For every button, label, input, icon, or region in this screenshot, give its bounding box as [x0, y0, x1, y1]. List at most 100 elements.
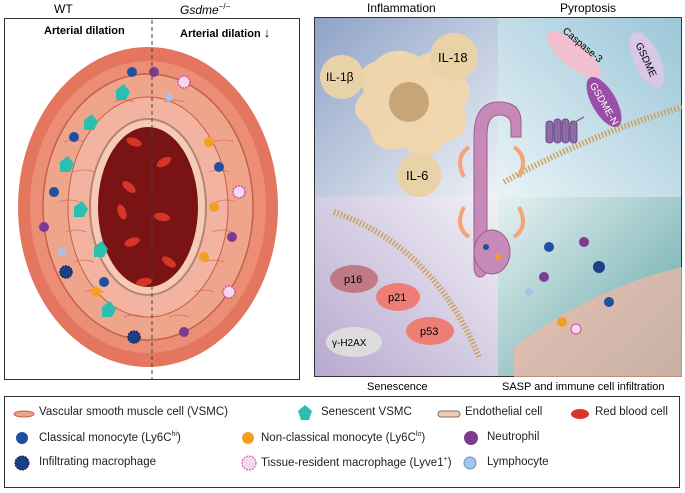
- sasp-tissue: [514, 267, 682, 377]
- infiltrating-macrophage: [59, 265, 73, 279]
- legend-resident-text: Tissue-resident macrophage (Lyve1: [261, 456, 444, 469]
- label-ko-sup: −/−: [218, 2, 231, 11]
- rbc: [122, 181, 136, 193]
- neutrophil: [539, 272, 549, 282]
- senescence-membrane: [333, 209, 482, 359]
- gsdme-shape: [629, 32, 665, 88]
- classical-monocyte: [127, 67, 137, 77]
- nonclassical-monocyte: [204, 137, 214, 147]
- legend-classical: Classical monocyte (Ly6Chi): [39, 431, 181, 444]
- rbc: [154, 212, 170, 222]
- right-panel-diagram: IL-1β IL-18 IL-6 Caspase-3 GSDME GSDME-N…: [314, 17, 682, 377]
- tissue-resident-macrophage: [177, 75, 191, 89]
- classical-monocyte: [69, 132, 79, 142]
- legend-vsmc: Vascular smooth muscle cell (VSMC): [39, 406, 228, 418]
- legend: Vascular smooth muscle cell (VSMC) Senes…: [4, 396, 680, 488]
- lymphocyte: [165, 93, 173, 101]
- legend-nonclassical-paren: ): [421, 431, 426, 444]
- infiltrating-macrophage: [593, 261, 605, 273]
- vsmc-icon: [13, 410, 35, 418]
- infiltrating-macrophage-icon: [14, 455, 30, 471]
- label-gsdme-ko: Gsdme−/−: [180, 2, 230, 17]
- senescent-vsmc: [74, 201, 88, 217]
- neutrophil: [149, 67, 159, 77]
- legend-lymphocyte: Lymphocyte: [487, 456, 549, 468]
- classical-monocyte: [99, 277, 109, 287]
- classical-monocyte: [214, 162, 224, 172]
- neutrophil: [39, 222, 49, 232]
- nonclassical-monocyte-icon: [242, 432, 254, 444]
- neutrophil: [227, 232, 237, 242]
- il18-label: IL-18: [438, 50, 468, 65]
- q-label-sasp: SASP and immune cell infiltration: [502, 381, 665, 393]
- rbc: [162, 256, 176, 268]
- rbc-group: [117, 137, 176, 287]
- rbc: [117, 204, 127, 220]
- h2ax-label: γ-H2AX: [332, 338, 367, 349]
- label-dilation-wt: Arterial dilation: [44, 25, 125, 37]
- neutrophil-group: [39, 67, 237, 337]
- cytokine-il6-bubble: [397, 153, 441, 197]
- legend-senescent: Senescent VSMC: [321, 406, 412, 418]
- neutrophil-icon: [464, 431, 478, 445]
- caspase3-shape: [546, 31, 602, 79]
- tissue-resident-macrophage: [570, 323, 582, 335]
- cell-nucleus: [389, 82, 429, 122]
- legend-classical-text: Classical monocyte (Ly6C: [39, 431, 172, 444]
- p16-shape: [330, 265, 378, 293]
- artery-diagram: [18, 20, 278, 380]
- p16-label: p16: [344, 274, 362, 286]
- senescent-vsmc: [94, 241, 108, 257]
- legend-classical-sup: hi: [171, 431, 177, 438]
- lymphocyte-icon: [463, 456, 477, 470]
- legend-resident: Tissue-resident macrophage (Lyve1+): [261, 456, 452, 469]
- legend-classical-paren: ): [176, 431, 181, 444]
- senescent-vsmc: [116, 84, 130, 100]
- cycle-arrows: [458, 145, 525, 239]
- cytokine-il18-bubble: [430, 33, 478, 81]
- tissue-resident-macrophage: [232, 185, 246, 199]
- legend-endothelial: Endothelial cell: [465, 406, 543, 418]
- p21-label: p21: [388, 292, 406, 304]
- classical-monocyte-icon: [16, 432, 28, 444]
- sasp-cells: [525, 237, 614, 335]
- legend-rbc: Red blood cell: [595, 406, 668, 418]
- resident-macrophage-icon: [241, 455, 257, 471]
- classical-monocyte: [604, 297, 614, 307]
- gsdme-n-shape: [586, 77, 622, 127]
- endothelial-icon: [437, 410, 461, 418]
- cytokine-il1b-bubble: [320, 55, 364, 99]
- rbc-icon: [571, 409, 589, 419]
- q-label-inflammation: Inflammation: [367, 1, 436, 15]
- classical-monocyte: [544, 242, 554, 252]
- p53-shape: [406, 317, 454, 345]
- aneurysm-bulge: [473, 229, 511, 275]
- left-panel: WT Gsdme−/− Arterial dilation Arterial d…: [4, 2, 300, 380]
- senescent-vsmc-group: [60, 84, 130, 317]
- right-box: [314, 17, 682, 377]
- p21-shape: [376, 283, 420, 311]
- aneurysm-cell: [495, 254, 501, 260]
- legend-nonclassical-text: Non-classical monocyte (Ly6C: [261, 431, 416, 444]
- legend-nonclassical: Non-classical monocyte (Ly6Clo): [261, 431, 425, 444]
- legend-resident-sup: +: [443, 456, 448, 463]
- rbc: [136, 277, 152, 287]
- h2ax-shape: [326, 327, 382, 357]
- neutrophil: [579, 237, 589, 247]
- nonclassical-monocyte: [199, 252, 209, 262]
- label-dilation-ko-text: Arterial dilation: [180, 28, 261, 40]
- neutrophil: [179, 327, 189, 337]
- senescent-vsmc: [102, 301, 116, 317]
- legend-neutrophil: Neutrophil: [487, 431, 540, 443]
- lymphocyte: [58, 248, 66, 256]
- gsdme-pore-icon: [545, 118, 578, 144]
- down-arrow-icon: ↓: [263, 25, 271, 40]
- infiltrating-macrophage: [127, 330, 141, 344]
- rbc: [124, 237, 140, 247]
- macrophage-group: [59, 75, 246, 344]
- legend-infiltrating: Infiltrating macrophage: [39, 456, 156, 468]
- nonclassical-monocyte: [557, 317, 567, 327]
- tissue-resident-macrophage: [222, 285, 236, 299]
- label-wt: WT: [54, 2, 73, 16]
- legend-nonclassical-sup: lo: [415, 431, 422, 438]
